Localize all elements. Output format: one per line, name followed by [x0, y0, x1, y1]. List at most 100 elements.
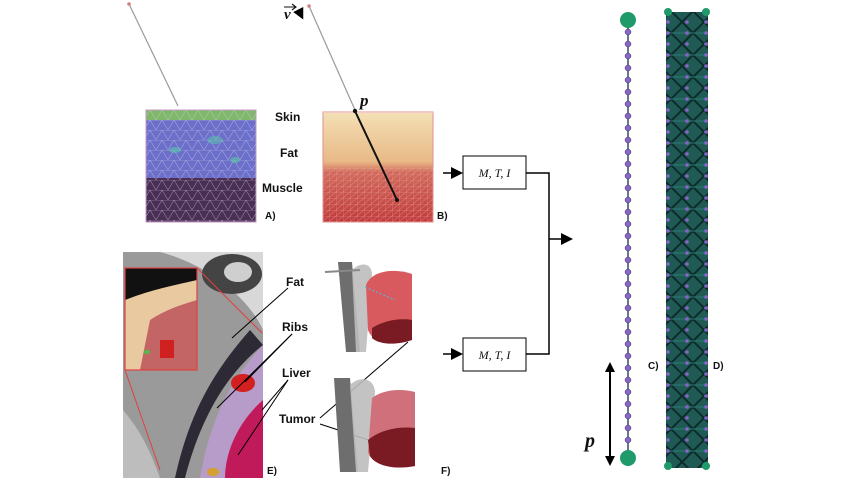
- mesh-node: [666, 405, 670, 409]
- insertion-path: [354, 110, 398, 201]
- chain-node: [624, 136, 632, 144]
- mesh-node: [704, 416, 708, 420]
- mesh-node: [704, 75, 708, 79]
- mesh-node: [704, 229, 708, 233]
- panel-label-b: B): [437, 211, 448, 222]
- mesh-node: [704, 251, 708, 255]
- mesh-node: [704, 394, 708, 398]
- chain-node: [624, 316, 632, 324]
- mesh-node: [666, 361, 670, 365]
- mesh-node: [666, 383, 670, 387]
- mesh-node: [685, 262, 689, 266]
- chain-node: [624, 424, 632, 432]
- tissue-block-a: [145, 109, 257, 223]
- mesh-node: [704, 361, 708, 365]
- chain-node: [624, 76, 632, 84]
- chain-node: [624, 220, 632, 228]
- arrow-up-icon: [605, 362, 615, 372]
- mesh-node: [666, 251, 670, 255]
- mesh-node: [685, 75, 689, 79]
- chain-node: [624, 388, 632, 396]
- mesh-node: [666, 218, 670, 222]
- mesh-node: [704, 130, 708, 134]
- chain-node: [624, 304, 632, 312]
- chain-node: [624, 52, 632, 60]
- mesh-node: [704, 119, 708, 123]
- mesh-node: [685, 251, 689, 255]
- mesh-node: [666, 185, 670, 189]
- mesh-node: [666, 97, 670, 101]
- chain-node: [624, 28, 632, 36]
- mesh-node: [666, 438, 670, 442]
- mesh-node: [666, 339, 670, 343]
- chain-node: [624, 400, 632, 408]
- mesh-node: [704, 284, 708, 288]
- mesh-node: [685, 31, 689, 35]
- mesh-node: [666, 284, 670, 288]
- mesh-node: [666, 350, 670, 354]
- mesh-node: [704, 20, 708, 24]
- mesh-node: [685, 339, 689, 343]
- mesh-node: [685, 449, 689, 453]
- mesh-node: [685, 53, 689, 57]
- chain-node: [624, 292, 632, 300]
- velocity-symbol: v: [284, 7, 291, 23]
- mesh-node: [666, 86, 670, 90]
- chain-node: [624, 88, 632, 96]
- mesh-node: [685, 174, 689, 178]
- mesh-node: [685, 427, 689, 431]
- mesh-node: [685, 295, 689, 299]
- mesh-node: [704, 405, 708, 409]
- mesh-node: [685, 383, 689, 387]
- mesh-node: [666, 174, 670, 178]
- mesh-node: [666, 75, 670, 79]
- mesh-node: [685, 284, 689, 288]
- mesh-node: [704, 185, 708, 189]
- chain-node: [624, 256, 632, 264]
- mesh-node: [666, 31, 670, 35]
- mti-box-top: [462, 155, 527, 190]
- chain-node: [624, 64, 632, 72]
- mesh-node: [685, 163, 689, 167]
- mesh-node: [685, 64, 689, 68]
- mesh-node: [666, 306, 670, 310]
- mesh-node: [685, 97, 689, 101]
- mesh-node: [666, 328, 670, 332]
- mesh-node: [685, 108, 689, 112]
- mesh-node: [685, 394, 689, 398]
- mesh-node: [666, 240, 670, 244]
- point-symbol: p: [358, 91, 369, 110]
- mesh-node: [685, 350, 689, 354]
- mesh-node: [666, 427, 670, 431]
- needle-b: [308, 5, 356, 111]
- label-anatomy-tumor: Tumor: [279, 412, 316, 426]
- mesh-node: [685, 42, 689, 46]
- velocity-direction-icon: [293, 6, 304, 20]
- label-anatomy-liver: Liver: [282, 366, 311, 380]
- mesh-node: [666, 163, 670, 167]
- chain-node: [624, 148, 632, 156]
- mesh-node: [704, 163, 708, 167]
- mesh-node: [704, 339, 708, 343]
- mesh-node: [685, 119, 689, 123]
- mesh-node: [704, 31, 708, 35]
- mesh-node: [704, 240, 708, 244]
- mesh-node: [704, 97, 708, 101]
- needle-a: [128, 3, 179, 107]
- chain-node: [624, 208, 632, 216]
- mesh-node: [666, 119, 670, 123]
- mesh-node: [685, 141, 689, 145]
- mesh-node: [666, 449, 670, 453]
- mesh-node: [704, 306, 708, 310]
- panel-label-f: F): [441, 466, 450, 477]
- chain-node: [624, 100, 632, 108]
- label-skin: Skin: [275, 110, 300, 124]
- needle-model-3d: [664, 8, 710, 470]
- mesh-node: [704, 273, 708, 277]
- mesh-node: [704, 328, 708, 332]
- mesh-node: [704, 108, 708, 112]
- liver-render-bottom: [334, 378, 415, 472]
- mesh-node: [666, 141, 670, 145]
- mesh-node: [666, 20, 670, 24]
